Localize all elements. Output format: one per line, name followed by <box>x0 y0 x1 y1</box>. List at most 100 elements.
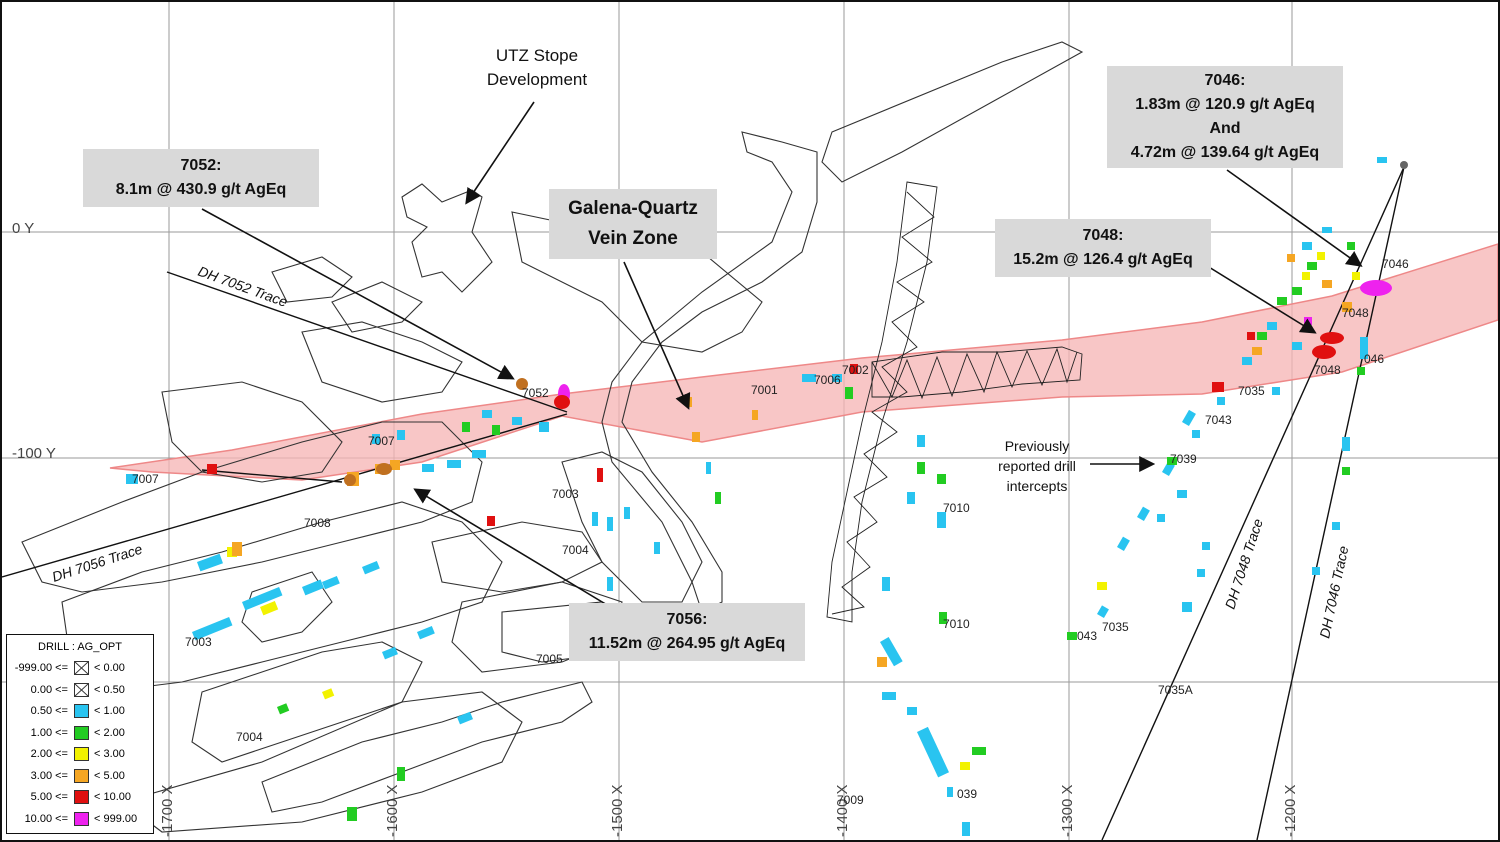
callout-7046-result-1: 1.83m @ 120.9 g/t AgEq <box>1135 96 1315 113</box>
hole-label: 7007 <box>368 434 395 448</box>
legend-high-bound: < 999.00 <box>94 812 138 825</box>
callout-7052: 7052: 8.1m @ 430.9 g/t AgEq <box>83 149 319 207</box>
hole-label: 7006 <box>814 373 841 387</box>
legend-low-bound: -999.00 <= <box>14 662 68 674</box>
assay-intercepts <box>126 157 1392 836</box>
callout-arrows <box>201 101 1363 621</box>
legend-swatch <box>74 747 89 761</box>
previous-note-line2: reported drill <box>998 458 1076 474</box>
drill-traces <box>2 166 1405 840</box>
previous-intercepts-note: Previously reported drill intercepts <box>982 436 1092 496</box>
legend: DRILL : AG_OPT -999.00 <= < 0.00 0.00 <= < … <box>6 634 154 834</box>
hole-label: 7007 <box>132 472 159 486</box>
grid-label-x1300: -1300 X <box>1059 784 1076 837</box>
legend-row: 3.00 <= < 5.00 <box>7 767 153 789</box>
legend-high-bound: < 5.00 <box>94 769 125 782</box>
legend-row: 0.00 <= < 0.50 <box>7 681 153 703</box>
legend-rows: -999.00 <= < 0.00 0.00 <= < 0.50 0.50 <= < 1.… <box>7 659 153 831</box>
callout-7048-result: 15.2m @ 126.4 g/t AgEq <box>1013 251 1193 268</box>
legend-high-bound: < 3.00 <box>94 748 125 760</box>
vein-zone-band <box>109 243 1498 481</box>
legend-row: -999.00 <= < 0.00 <box>7 659 153 681</box>
previous-note-line3: intercepts <box>1006 478 1068 494</box>
stope-outlines <box>21 41 1084 833</box>
trace-label-7056: DH 7056 Trace <box>50 541 144 585</box>
legend-row: 10.00 <= < 999.00 <box>7 810 153 832</box>
legend-low-bound: 1.00 <= <box>30 726 68 739</box>
hole-label: 7004 <box>562 543 589 557</box>
legend-low-bound: 2.00 <= <box>30 748 68 760</box>
callout-7056-title: 7056: <box>666 611 708 628</box>
legend-row: 0.50 <= < 1.00 <box>7 702 153 724</box>
hole-label: 7008 <box>304 516 331 530</box>
hole-label: 7039 <box>1170 452 1197 466</box>
callout-7048-title: 7048: <box>1082 227 1124 244</box>
legend-low-bound: 3.00 <= <box>30 769 68 782</box>
hole-label: 7035 <box>1102 620 1129 634</box>
legend-swatch <box>74 682 89 697</box>
utz-note-line2: Development <box>486 70 588 89</box>
collar-marker <box>1400 161 1408 169</box>
hole-label: 7010 <box>943 617 970 631</box>
hole-label: 7035A <box>1158 683 1193 697</box>
previous-note-line1: Previously <box>1004 438 1070 454</box>
hole-label: 7003 <box>185 635 212 649</box>
grid-label-x1600: -1600 X <box>384 784 401 837</box>
hole-label: 7005 <box>536 652 563 666</box>
legend-high-bound: < 1.00 <box>94 705 125 717</box>
utz-note-line1: UTZ Stope <box>495 46 579 65</box>
callout-7056-result: 11.52m @ 264.95 g/t AgEq <box>588 635 786 652</box>
legend-title: DRILL : AG_OPT <box>38 641 122 653</box>
triangulated-drift <box>826 181 1083 623</box>
hole-label: 7035 <box>1238 384 1265 398</box>
trace-label-7048: DH 7048 Trace <box>1222 516 1266 610</box>
hole-label: 7004 <box>236 730 263 744</box>
legend-row: 1.00 <= < 2.00 <box>7 724 153 746</box>
callout-7046-title: 7046: <box>1204 72 1246 89</box>
legend-low-bound: 0.00 <= <box>30 683 68 696</box>
legend-high-bound: < 0.50 <box>94 683 125 696</box>
callout-7052-title: 7052: <box>180 157 222 174</box>
hole-label: 7046 <box>1382 257 1409 271</box>
grid-label-y100: -100 Y <box>12 445 56 462</box>
legend-high-bound: < 2.00 <box>94 726 125 739</box>
trace-label-7046: DH 7046 Trace <box>1316 544 1351 639</box>
callout-7048: 7048: 15.2m @ 126.4 g/t AgEq <box>995 219 1211 277</box>
legend-swatch <box>74 661 89 675</box>
grid-label-x1500: -1500 X <box>609 784 626 837</box>
callout-7046: 7046: 1.83m @ 120.9 g/t AgEq And 4.72m @… <box>1107 66 1343 168</box>
hole-label: 7009 <box>837 793 864 807</box>
callout-vein-zone: Galena-Quartz Vein Zone <box>549 189 717 259</box>
legend-row: 2.00 <= < 3.00 <box>7 745 153 767</box>
legend-swatch <box>74 811 89 826</box>
hole-label: 7048 <box>1314 363 1341 377</box>
hole-label: 7052 <box>522 386 549 400</box>
callout-7046-result-2: 4.72m @ 139.64 g/t AgEq <box>1130 144 1320 161</box>
legend-low-bound: 0.50 <= <box>30 705 68 717</box>
hole-label: 043 <box>1077 629 1097 643</box>
callout-7052-result: 8.1m @ 430.9 g/t AgEq <box>115 181 287 198</box>
legend-high-bound: < 0.00 <box>94 662 125 674</box>
grid-label-x1400: -1400 X <box>834 784 851 837</box>
callout-7046-and: And <box>1209 120 1241 137</box>
grid-label-y0: 0 Y <box>12 220 34 237</box>
utz-stope-note: UTZ Stope Development <box>462 44 612 92</box>
hole-label: 7003 <box>552 487 579 501</box>
vein-zone-line1: Galena-Quartz <box>568 198 698 219</box>
hole-label: 7010 <box>943 501 970 515</box>
legend-high-bound: < 10.00 <box>94 791 132 803</box>
hole-label: 046 <box>1364 352 1384 366</box>
hole-label: 7043 <box>1205 413 1232 427</box>
hole-labels: 7007 7007 7052 7008 7003 7003 7004 7004 … <box>132 257 1409 807</box>
vein-zone-line2: Vein Zone <box>588 228 678 249</box>
hole-label: 7002 <box>842 363 869 377</box>
legend-low-bound: 10.00 <= <box>24 812 68 825</box>
grid-label-x1200: -1200 X <box>1282 784 1299 837</box>
callout-7056: 7056: 11.52m @ 264.95 g/t AgEq <box>569 603 805 661</box>
hole-label: 7001 <box>751 383 778 397</box>
grid-label-x1700: -1700 X <box>159 784 176 837</box>
hole-label: 039 <box>957 787 977 801</box>
legend-swatch <box>74 704 89 718</box>
